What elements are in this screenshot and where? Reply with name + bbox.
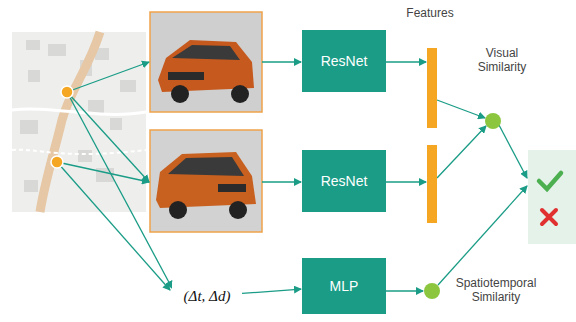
- car-photo: [150, 12, 262, 112]
- node-text: ResNet: [321, 173, 368, 189]
- feature-bar: [427, 145, 437, 223]
- similarity-dot: [485, 113, 501, 129]
- connector: [57, 62, 527, 291]
- feature-bar: [427, 48, 437, 128]
- node-text: MLP: [330, 278, 359, 294]
- result-panel: [528, 150, 576, 244]
- node-text: (Δt, Δd): [184, 288, 231, 305]
- check-mark: [539, 173, 561, 189]
- process-box: MLP: [302, 258, 386, 314]
- similarity-dot: [424, 283, 440, 299]
- cross-mark: [542, 210, 556, 224]
- process-box: ResNet: [302, 30, 386, 92]
- car-photo: [150, 130, 262, 232]
- node-text: ResNet: [321, 53, 368, 69]
- location-dot: [51, 156, 63, 168]
- map: [12, 32, 146, 212]
- similarity-label: Spatiotemporal Similarity: [446, 276, 546, 305]
- location-dot: [61, 86, 73, 98]
- input-tuple: (Δt, Δd): [172, 282, 242, 310]
- process-box: ResNet: [302, 150, 386, 212]
- connector: [242, 289, 301, 293]
- features-label: Features: [400, 6, 460, 20]
- similarity-label: Visual Similarity: [470, 46, 534, 75]
